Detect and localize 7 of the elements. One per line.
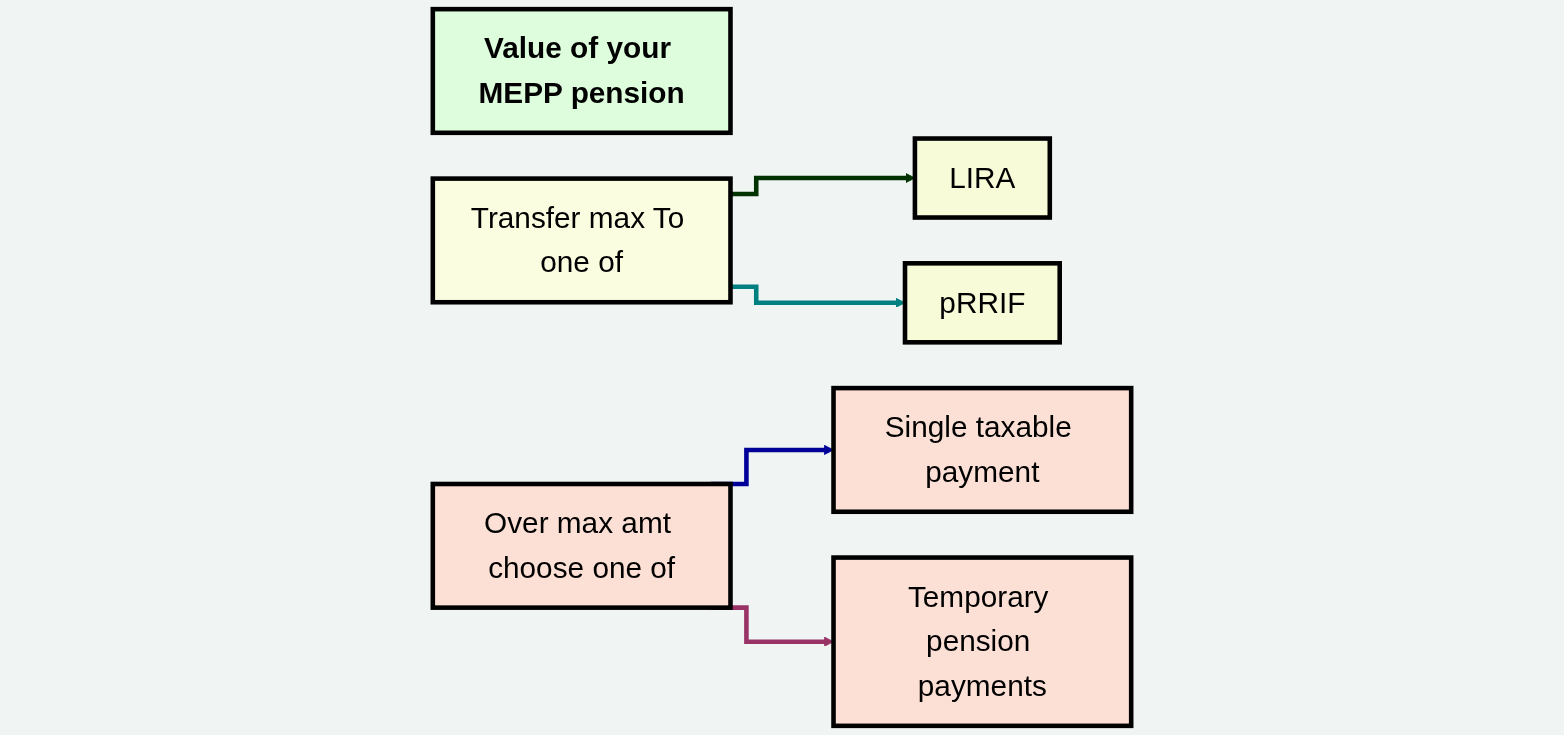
node-box: pRRIF: [902, 261, 1062, 345]
node-box: Transfer max To one of: [430, 176, 733, 305]
node-box: LIRA: [912, 136, 1053, 220]
node-box: Over max amt choose one of: [430, 481, 733, 610]
node-box: Single taxable payment: [831, 385, 1134, 515]
node-box: Value of your MEPP pension: [430, 6, 733, 136]
node-box: Temporary pension payments: [831, 555, 1134, 729]
